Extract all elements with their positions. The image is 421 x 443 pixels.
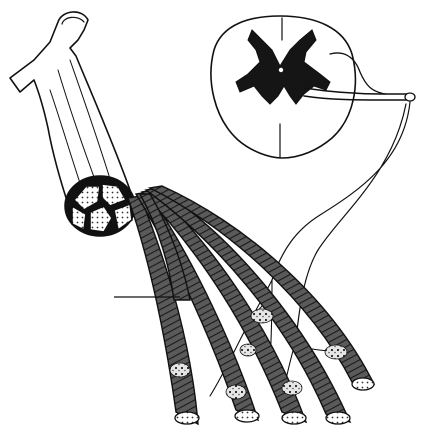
muscle-fibers [128,186,374,424]
gray-matter-butterfly [236,30,330,104]
end-plate [226,385,246,399]
end-plate [251,309,273,323]
end-plate [282,381,302,395]
spinal-cord-cross-section [211,16,386,158]
end-plate [325,345,347,359]
fiber-end [326,412,350,424]
fiber-end [352,378,374,390]
fiber-end [282,412,306,424]
fiber-end [235,410,259,422]
fiber-end [175,412,199,424]
muscle-cross-section-fascicles [65,176,135,236]
end-plate [240,344,256,356]
end-plate [170,363,190,377]
